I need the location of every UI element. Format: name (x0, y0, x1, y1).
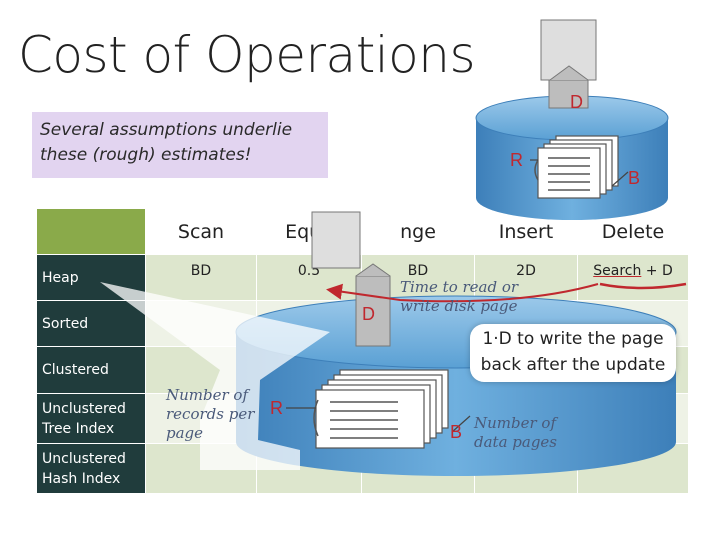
page-icon (540, 19, 597, 109)
search-underline (599, 282, 687, 290)
assumption-note: Several assumptions underlie these (roug… (32, 112, 328, 178)
row-label-unclustered-tree: Unclustered Tree Index (36, 393, 146, 444)
top-label-d: D (570, 92, 583, 112)
row-label-sorted: Sorted (36, 300, 146, 347)
column-header-delete: Delete (577, 208, 689, 255)
mid-label-d: D (362, 304, 375, 324)
table-cell-delete-heap: Search + D (577, 254, 689, 301)
records-note: Number of records per page (166, 386, 255, 442)
update-callout: 1·D to write the page back after the upd… (470, 324, 676, 382)
page-icon-mid (311, 211, 391, 347)
top-disk-icon (475, 95, 669, 220)
top-label-r: R (510, 150, 523, 170)
mid-disk-icon (235, 295, 677, 476)
pages-note: Number of data pages (474, 414, 558, 451)
top-label-b: B (628, 168, 641, 188)
bracket-line (451, 415, 471, 433)
bracket-line (611, 171, 629, 187)
table-corner-cell (36, 208, 146, 255)
delete-rest: + D (641, 263, 673, 279)
row-label-clustered: Clustered (36, 346, 146, 394)
red-arrow (326, 283, 599, 303)
page-stack-icon (313, 369, 449, 449)
time-note: Time to read or write disk page (400, 278, 519, 315)
column-header-scan: Scan (145, 208, 257, 255)
records-label-r: R (270, 398, 283, 418)
search-word: Search (593, 263, 642, 279)
row-label-unclustered-hash: Unclustered Hash Index (36, 443, 146, 494)
callout-wedge (100, 282, 330, 470)
column-header-range: nge (361, 208, 475, 255)
slide-title: Cost of Operations (18, 26, 476, 84)
pages-label-b: B (450, 422, 463, 442)
